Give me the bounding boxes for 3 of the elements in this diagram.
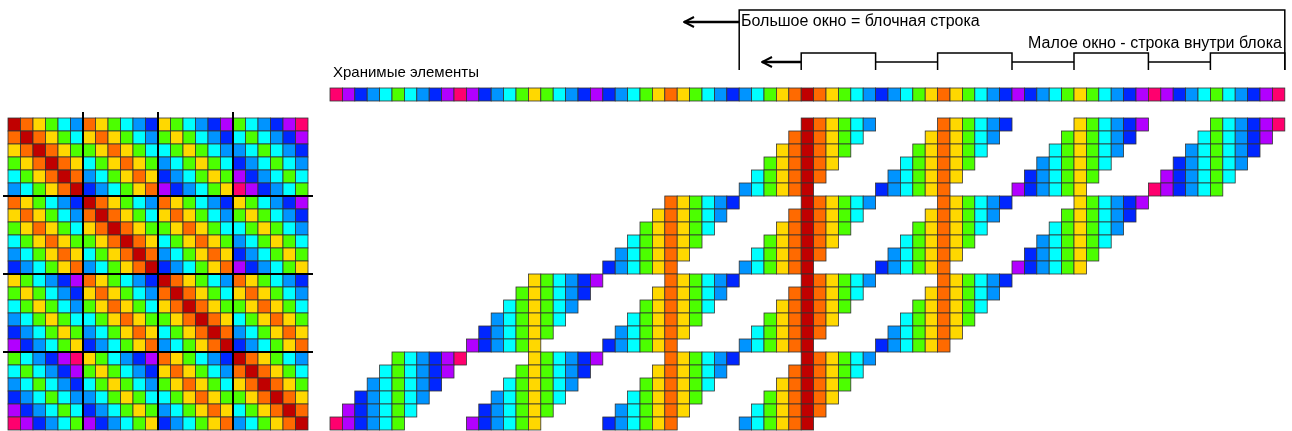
strip-label: Хранимые элементы bbox=[333, 62, 479, 82]
window-label: Малое окно - строка внутри блока bbox=[1028, 33, 1282, 53]
window-label: Большое окно = блочная строка bbox=[741, 11, 980, 31]
